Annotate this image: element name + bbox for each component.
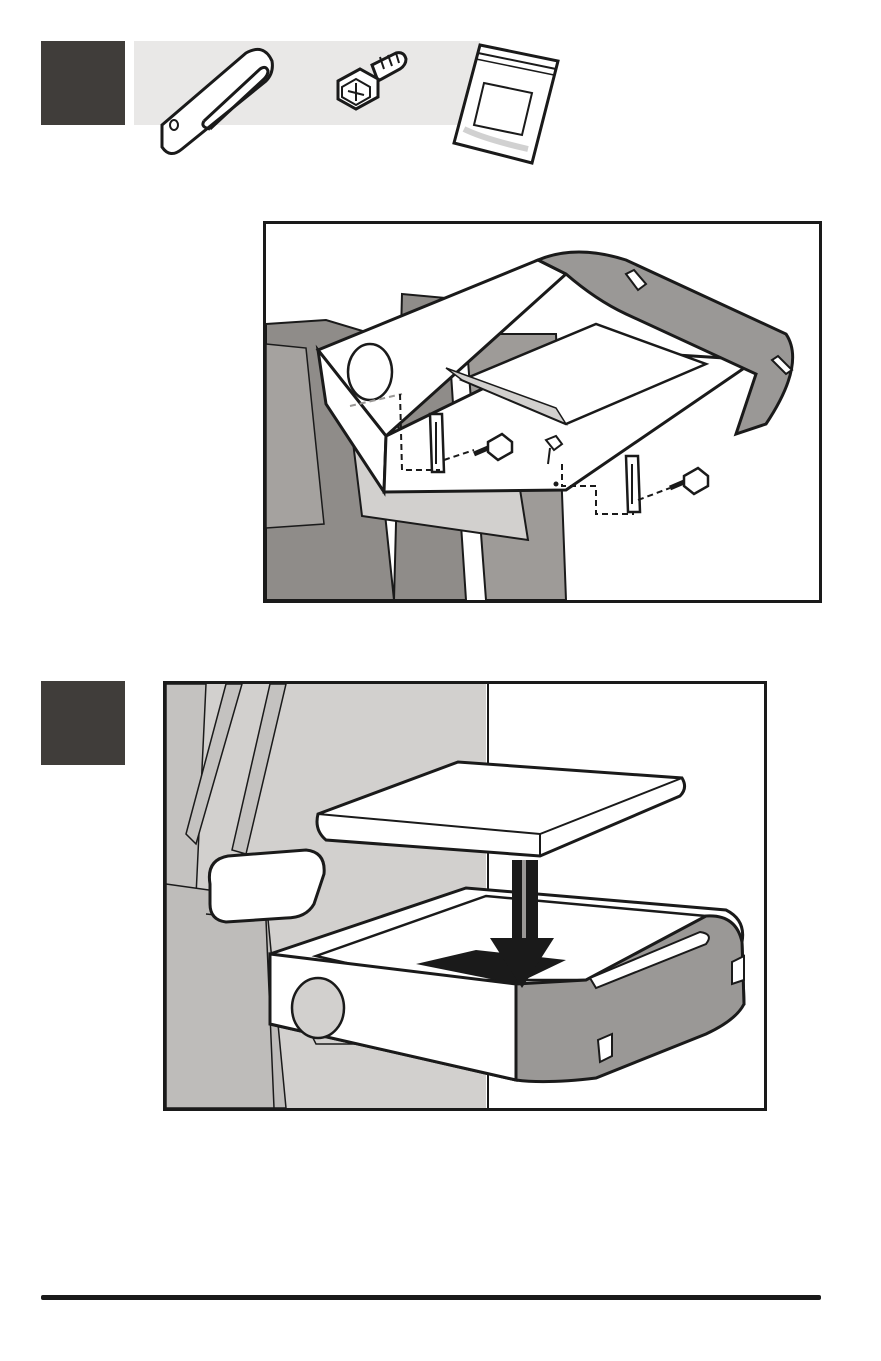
bottom-rule	[41, 1295, 821, 1300]
grill-side-handle	[209, 850, 324, 922]
step-1-badge	[41, 41, 125, 125]
hardware-bag-icon	[454, 45, 558, 163]
bracket-left	[430, 414, 444, 472]
hex-bolt-icon	[338, 53, 406, 109]
step-2-badge	[41, 681, 125, 765]
bracket-right	[626, 456, 640, 512]
step-1-illustration	[263, 221, 822, 603]
bolt-right	[670, 468, 708, 494]
parts-list	[134, 35, 574, 170]
step-2-illustration	[163, 681, 767, 1111]
slotted-bracket-icon	[162, 49, 272, 153]
